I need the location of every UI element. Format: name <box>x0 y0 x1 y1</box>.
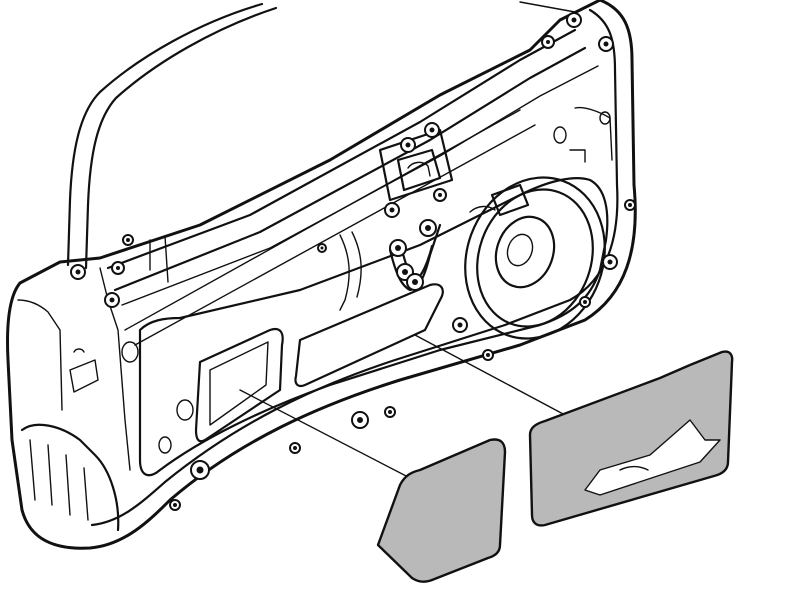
door-inner-panel <box>6 0 637 550</box>
rear-sound-pad <box>528 350 734 527</box>
bolts <box>70 12 636 511</box>
panel-holes <box>121 106 613 454</box>
leader-lines <box>239 334 566 479</box>
front-sound-pad <box>376 438 507 583</box>
speaker <box>464 176 606 340</box>
rear-access-hole <box>294 283 444 388</box>
front-access-hole <box>194 327 284 443</box>
window-frame <box>66 1 576 270</box>
